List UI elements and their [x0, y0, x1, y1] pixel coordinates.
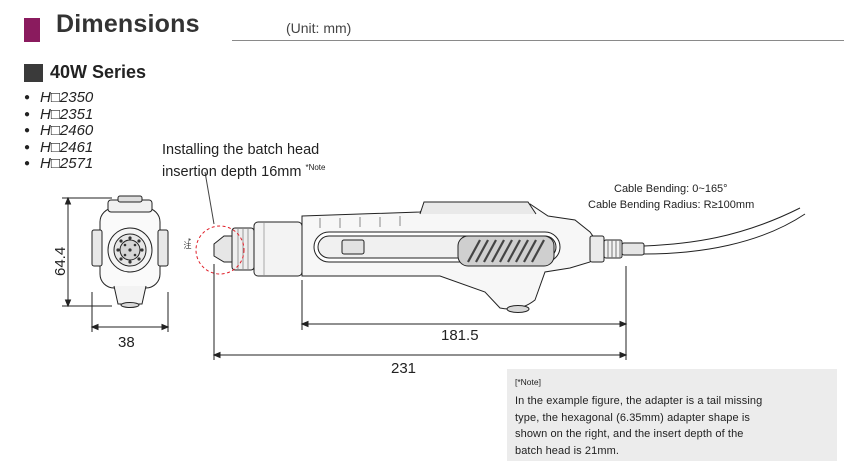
header-rule	[232, 40, 844, 41]
installing-line-1: Installing the batch head	[162, 142, 320, 158]
height-dimension: 64.4	[52, 246, 69, 276]
note-body: In the example figure, the adapter is a …	[515, 395, 763, 457]
installing-line-2: insertion depth 16mm	[162, 163, 302, 180]
model-item: H□2350	[24, 89, 93, 107]
side-view	[195, 171, 806, 360]
unit-label: (Unit: mm)	[286, 20, 352, 36]
model-item: H□2351	[24, 106, 93, 124]
note-marker: *注	[183, 238, 192, 250]
series-marker-block	[24, 64, 43, 82]
model-item: H□2460	[24, 122, 93, 140]
note-mark: *Note	[305, 163, 326, 172]
note-box	[507, 369, 837, 461]
header-accent-block	[24, 18, 40, 42]
model-list: H□2350 H□2351 H□2460 H□2461 H□2571	[24, 89, 93, 173]
front-view	[62, 195, 170, 332]
note-heading: [*Note]	[515, 377, 541, 387]
installing-note-label: Installing the batch head insertion dept…	[162, 142, 325, 181]
bit-tip	[213, 235, 233, 263]
cable	[643, 207, 801, 247]
total-length-dimension: 231	[391, 360, 417, 377]
cable-bending-label: Cable Bending: 0~165°	[614, 183, 728, 195]
tip-highlight-circle	[195, 225, 245, 275]
width-dimension: 38	[118, 334, 135, 351]
series-title: 40W Series	[50, 62, 147, 82]
nose-sleeve	[253, 221, 303, 277]
tail-connector	[603, 239, 623, 259]
model-item: H□2571	[24, 155, 93, 173]
cable-radius-label: Cable Bending Radius: R≥100mm	[588, 199, 755, 211]
model-item: H□2461	[24, 139, 93, 157]
body-length-dimension: 181.5	[441, 327, 479, 344]
page-title: Dimensions	[56, 10, 200, 38]
